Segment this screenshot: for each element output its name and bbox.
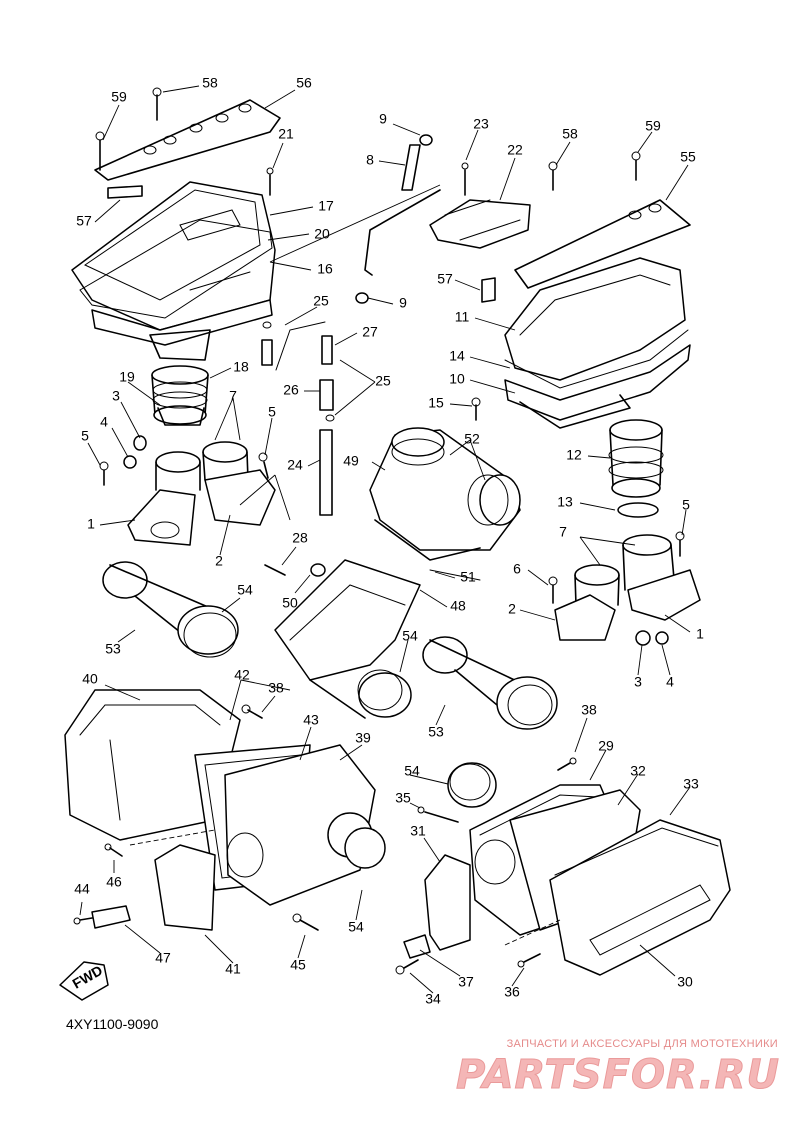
callout-13: 13 — [557, 494, 573, 510]
callout-16: 16 — [317, 261, 333, 277]
watermark-caption: ЗАПЧАСТИ И АКСЕССУАРЫ ДЛЯ МОТОТЕХНИКИ — [506, 1038, 778, 1050]
watermark-logo: PARTSFOR.RU — [455, 1052, 780, 1099]
callout-54: 54 — [348, 919, 364, 935]
callout-9: 9 — [379, 111, 387, 127]
callout-22: 22 — [507, 142, 523, 158]
callout-27: 27 — [362, 324, 378, 340]
left-air-box-upper — [71, 87, 281, 361]
callout-33: 33 — [683, 776, 699, 792]
callout-18: 18 — [233, 359, 249, 375]
callout-14: 14 — [449, 348, 465, 364]
callout-11: 11 — [455, 309, 470, 325]
callout-19: 19 — [119, 369, 135, 385]
callout-25: 25 — [313, 293, 329, 309]
fwd-arrow-icon: FWD — [59, 961, 109, 1001]
callout-48: 48 — [450, 598, 466, 614]
callout-47: 47 — [155, 950, 171, 966]
callout-30: 30 — [677, 974, 693, 990]
callout-51: 51 — [460, 569, 476, 585]
callout-50: 50 — [282, 595, 298, 611]
callout-45: 45 — [290, 957, 306, 973]
callout-12: 12 — [566, 447, 582, 463]
callout-20: 20 — [314, 226, 330, 242]
right-air-box-upper — [429, 151, 691, 518]
callout-29: 29 — [598, 738, 614, 754]
intake-ducts — [102, 559, 558, 730]
diagram-reference-code: 4XY1100-9090 — [66, 1016, 159, 1032]
callout-8: 8 — [366, 152, 374, 168]
callout-4: 4 — [666, 674, 674, 690]
callout-43: 43 — [303, 712, 319, 728]
callout-41: 41 — [225, 961, 241, 977]
callout-34: 34 — [425, 991, 441, 1007]
callout-4: 4 — [100, 414, 108, 430]
callout-31: 31 — [410, 823, 426, 839]
callout-labels: 59 58 56 21 17 20 16 57 9 8 9 23 22 58 5… — [74, 75, 704, 1007]
callout-44: 44 — [74, 881, 90, 897]
callout-5: 5 — [81, 428, 89, 444]
callout-54: 54 — [402, 628, 418, 644]
callout-1: 1 — [87, 516, 95, 532]
callout-39: 39 — [355, 730, 371, 746]
callout-23: 23 — [473, 116, 489, 132]
callout-6: 6 — [513, 561, 521, 577]
callout-53: 53 — [105, 641, 121, 657]
callout-28: 28 — [292, 530, 308, 546]
callout-57: 57 — [437, 271, 453, 287]
callout-55: 55 — [680, 149, 696, 165]
leader-lines — [79, 85, 691, 994]
callout-49: 49 — [343, 453, 359, 469]
callout-53: 53 — [428, 724, 444, 740]
callout-3: 3 — [112, 388, 120, 404]
callout-2: 2 — [508, 601, 516, 617]
callout-59: 59 — [111, 89, 127, 105]
callout-5: 5 — [268, 404, 276, 420]
callout-36: 36 — [504, 984, 520, 1000]
callout-17: 17 — [318, 198, 334, 214]
callout-42: 42 — [234, 667, 250, 683]
callout-7: 7 — [229, 388, 237, 404]
callout-46: 46 — [106, 874, 122, 890]
callout-52: 52 — [464, 431, 480, 447]
callout-7: 7 — [559, 524, 567, 540]
callout-58: 58 — [202, 75, 218, 91]
left-intake-joints — [99, 365, 276, 546]
callout-57: 57 — [76, 213, 92, 229]
callout-24: 24 — [287, 457, 303, 473]
callout-1: 1 — [696, 626, 704, 642]
callout-56: 56 — [296, 75, 312, 91]
callout-40: 40 — [82, 671, 98, 687]
callout-32: 32 — [630, 763, 646, 779]
callout-38: 38 — [581, 702, 597, 718]
callout-59: 59 — [645, 118, 661, 134]
callout-2: 2 — [215, 553, 223, 569]
callout-38: 38 — [268, 680, 284, 696]
left-air-box-lower — [64, 689, 386, 931]
callout-21: 21 — [278, 126, 294, 142]
callout-10: 10 — [449, 371, 465, 387]
callout-15: 15 — [428, 395, 444, 411]
callout-9: 9 — [399, 295, 407, 311]
callout-25: 25 — [375, 373, 391, 389]
callout-35: 35 — [395, 790, 411, 806]
elbow-duct — [369, 427, 521, 581]
right-intake-joints — [548, 531, 701, 646]
callout-26: 26 — [283, 382, 299, 398]
right-air-box-lower — [395, 757, 731, 976]
callout-54: 54 — [237, 582, 253, 598]
callout-58: 58 — [562, 126, 578, 142]
callout-54: 54 — [404, 763, 420, 779]
callout-3: 3 — [634, 674, 642, 690]
callout-5: 5 — [682, 497, 690, 513]
callout-37: 37 — [458, 974, 474, 990]
